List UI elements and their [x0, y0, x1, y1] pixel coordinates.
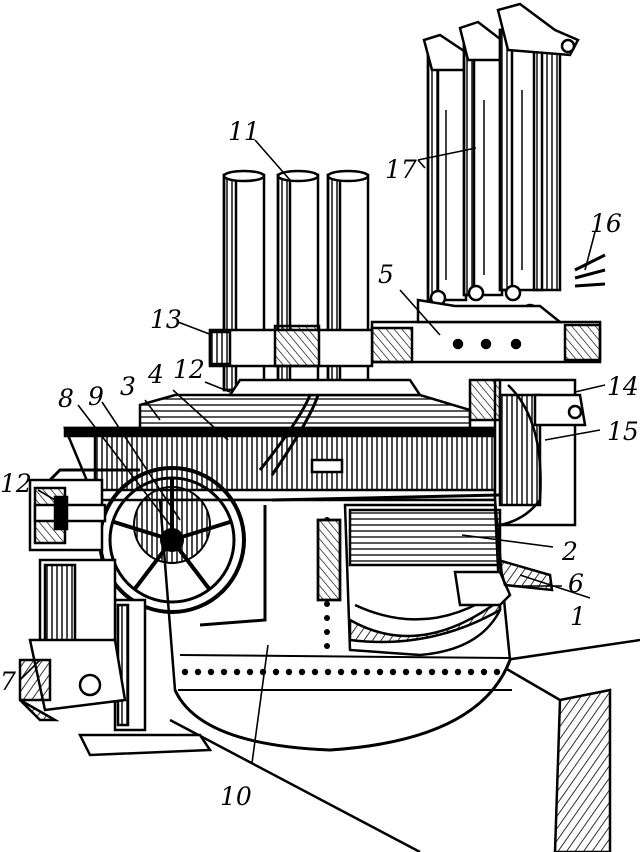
callout-17: 17 [385, 155, 417, 184]
electrode-holder-columns [422, 2, 580, 321]
rivet [363, 668, 371, 676]
callout-5: 5 [378, 260, 394, 289]
rivet [324, 629, 330, 635]
rivet [337, 668, 345, 676]
rivet [454, 668, 462, 676]
rivet [480, 668, 488, 676]
rivet [324, 615, 330, 621]
rivet [389, 668, 397, 676]
callout-10: 10 [220, 782, 252, 811]
callout-4: 4 [147, 360, 164, 389]
rivet [467, 668, 475, 676]
callout-labels: 1 2 3 4 5 6 7 8 9 10 11 12 12 13 14 15 1… [0, 117, 639, 811]
rivet [493, 668, 501, 676]
callout-8: 8 [58, 384, 74, 413]
rivet [441, 668, 449, 676]
callout-3: 3 [120, 372, 136, 401]
rivet [194, 668, 202, 676]
callout-14: 14 [607, 372, 639, 401]
rivet [285, 668, 293, 676]
rivet [181, 668, 189, 676]
floor [19, 638, 640, 852]
callout-6: 6 [568, 569, 584, 598]
rivet-row [181, 517, 501, 676]
rivet [246, 668, 254, 676]
callout-7: 7 [0, 667, 16, 696]
rivet [272, 668, 280, 676]
callout-2: 2 [561, 537, 578, 566]
callout-12-left: 12 [0, 469, 32, 498]
rivet [324, 643, 330, 649]
cutaway-interior [316, 503, 554, 657]
callout-15: 15 [607, 417, 639, 446]
rivet [402, 668, 410, 676]
rivet [428, 668, 436, 676]
rivet [324, 601, 330, 607]
callout-1: 1 [570, 602, 586, 631]
rivet [207, 668, 215, 676]
callout-16: 16 [590, 209, 622, 238]
leader-lines [19, 139, 606, 764]
holder-arms [208, 298, 602, 368]
callout-11: 11 [228, 117, 260, 146]
rivet [220, 668, 228, 676]
rivet [298, 668, 306, 676]
rivet [233, 668, 241, 676]
callout-12-top: 12 [173, 355, 205, 384]
rivet [350, 668, 358, 676]
rivet [415, 668, 423, 676]
tilting-mechanism [468, 378, 587, 527]
rivet [376, 668, 384, 676]
rivet [324, 668, 332, 676]
rivet [311, 668, 319, 676]
callout-9: 9 [88, 382, 104, 411]
callout-13: 13 [150, 305, 182, 334]
stand-and-gearing [18, 478, 213, 757]
